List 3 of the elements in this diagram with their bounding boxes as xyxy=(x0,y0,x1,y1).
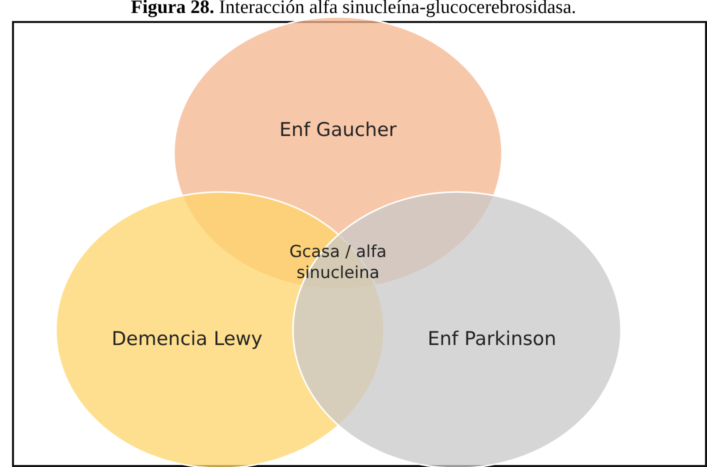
circle-label: Enf Gaucher xyxy=(279,119,397,141)
circle-label: Demencia Lewy xyxy=(112,328,262,350)
circle-label: Enf Parkinson xyxy=(428,328,556,350)
